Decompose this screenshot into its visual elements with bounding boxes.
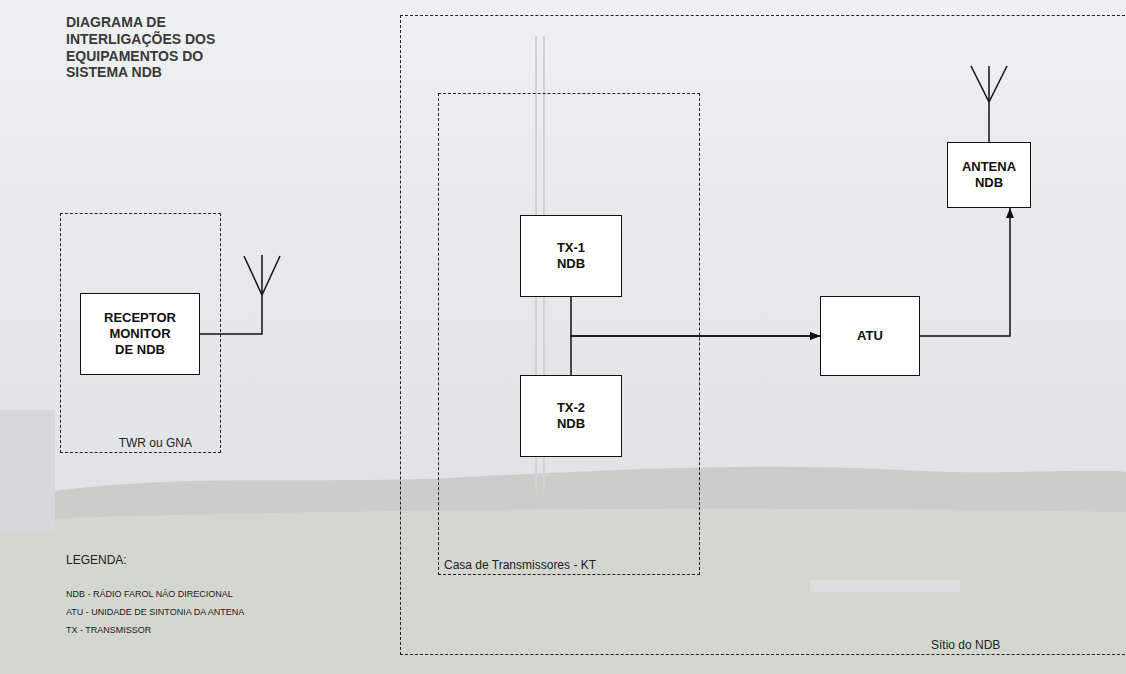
dashed-region: Casa de Transmissores - KT TX-1 NDB TX-2 N…: [438, 93, 700, 575]
diagram-title: DIAGRAMA DE INTERLIGAÇÕES DOS EQUIPAMENT…: [66, 14, 231, 81]
ground-object: [810, 580, 960, 592]
box-label: RECEPTOR MONITOR DE NDB: [104, 310, 176, 359]
legend-text: TX - TRANSMISSOR: [66, 623, 151, 637]
dashed-region: TWR ou GNA RECEPTOR MONITOR DE NDB: [60, 213, 221, 453]
antenna-element: [262, 256, 280, 295]
equipment-box: ANTENA NDB: [947, 142, 1031, 208]
box-label: TX-1 NDB: [549, 240, 593, 273]
antenna-wire: [200, 255, 262, 334]
box-label: ATU: [840, 328, 900, 344]
hills: [0, 467, 1126, 674]
region-label: Casa de Transmissores - KT: [444, 558, 596, 572]
dashed-region: Sítio do NDB Casa de Transmissores - KT TX…: [400, 15, 1126, 655]
antenna-symbol: [200, 255, 280, 334]
region-label: TWR ou GNA: [119, 436, 192, 450]
antenna-element: [244, 256, 262, 295]
box-label: TX-2 NDB: [549, 400, 593, 433]
legend-block: LEGENDA: NDB - RÁDIO FAROL NÃO DIRECIONAL…: [66, 553, 244, 637]
legend-text: NDB - RÁDIO FAROL NÃO DIRECIONAL: [66, 587, 233, 601]
legend-row: TX - TRANSMISSOR: [66, 619, 244, 637]
equipment-box: ATU: [820, 296, 920, 376]
antenna-element: [989, 66, 1007, 102]
antenna-mast: [988, 66, 990, 142]
legend-text: ATU - UNIDADE DE SINTONIA DA ANTENA: [66, 605, 244, 619]
box-label: ANTENA NDB: [958, 159, 1020, 192]
grass: [0, 509, 1126, 674]
equipment-box: TX-1 NDB: [520, 215, 622, 297]
region-label: Sítio do NDB: [931, 638, 1000, 652]
legend-heading: LEGENDA:: [66, 553, 244, 567]
antenna-element: [971, 66, 989, 102]
equipment-box: RECEPTOR MONITOR DE NDB: [80, 293, 200, 375]
equipment-box: TX-2 NDB: [520, 375, 622, 457]
signal-connector: [571, 336, 820, 375]
signal-connector: [920, 208, 1010, 336]
legend-row: ATU - UNIDADE DE SINTONIA DA ANTENA: [66, 601, 244, 619]
signal-connector: [571, 297, 820, 336]
antenna-symbol: [971, 66, 1007, 142]
vehicle-shape: [0, 410, 55, 530]
legend-row: NDB - RÁDIO FAROL NÃO DIRECIONAL: [66, 583, 244, 601]
